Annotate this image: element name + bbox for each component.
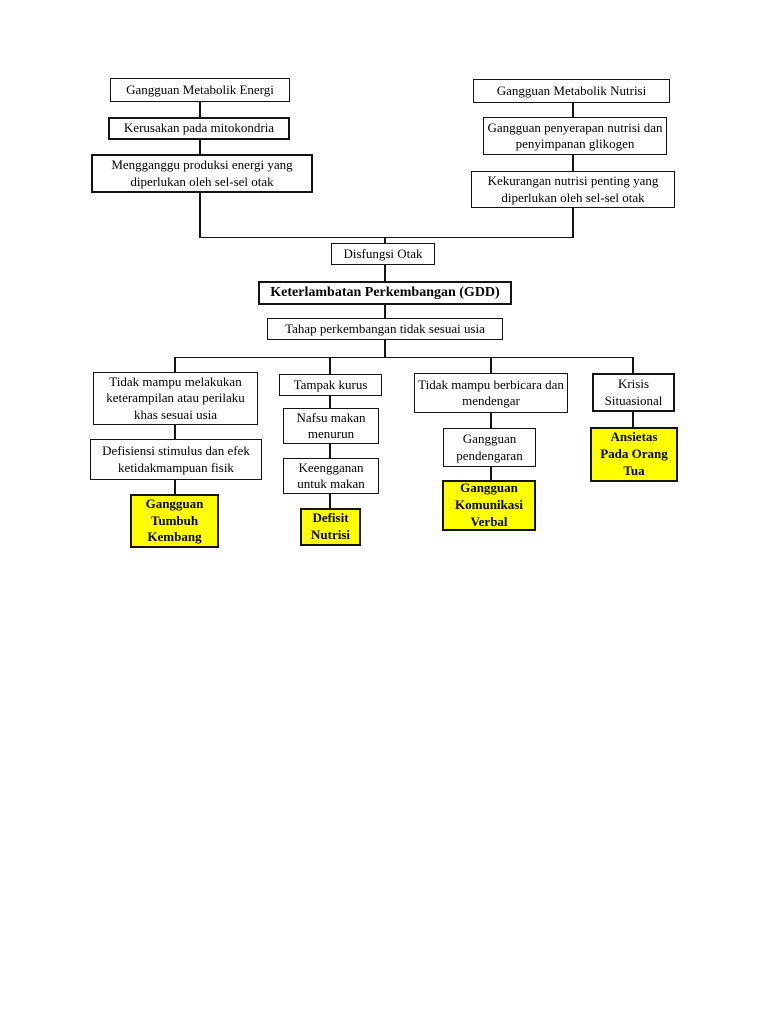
connector-merge-bus [199, 236, 574, 238]
node-defisiensi-stimulus: Defisiensi stimulus dan efek ketidakmamp… [90, 439, 262, 480]
connector-disfungsi-gdd [384, 265, 386, 281]
connector-energy-1 [199, 102, 201, 117]
connector-branch3-mid [490, 413, 492, 428]
connector-branch-bus [174, 356, 634, 358]
connector-branch1-mid [174, 425, 176, 439]
connector-branch2-drop [329, 357, 331, 374]
node-tidak-mampu-keterampilan: Tidak mampu melakukan keterampilan atau … [93, 372, 258, 425]
connector-branch4-end [632, 412, 634, 427]
connector-energy-3 [199, 193, 201, 238]
node-gangguan-pendengaran: Gangguan pendengaran [443, 428, 536, 467]
connector-energy-2 [199, 140, 201, 154]
connector-branch2-end [329, 494, 331, 508]
connector-branch1-end [174, 480, 176, 494]
connector-merge-drop [384, 237, 386, 243]
connector-gdd-tahap [384, 305, 386, 318]
connector-branch3-drop [490, 357, 492, 373]
connector-branch4-drop [632, 357, 634, 373]
node-keterlambatan-perkembangan-gdd: Keterlambatan Perkembangan (GDD) [258, 281, 512, 305]
node-mengganggu-produksi-energi: Mengganggu produksi energi yang diperluk… [91, 154, 313, 193]
connector-nutrisi-1 [572, 103, 574, 117]
node-nafsu-makan-menurun: Nafsu makan menurun [283, 408, 379, 444]
connector-tahap-bus [384, 340, 386, 357]
node-kekurangan-nutrisi: Kekurangan nutrisi penting yang diperluk… [471, 171, 675, 208]
node-kerusakan-mitokondria: Kerusakan pada mitokondria [108, 117, 290, 140]
node-gangguan-penyerapan-nutrisi: Gangguan penyerapan nutrisi dan penyimpa… [483, 117, 667, 155]
node-gangguan-komunikasi-verbal: Gangguan Komunikasi Verbal [442, 480, 536, 531]
connector-nutrisi-3 [572, 208, 574, 238]
node-keengganan-untuk-makan: Keengganan untuk makan [283, 458, 379, 494]
connector-branch3-end [490, 467, 492, 480]
node-gangguan-tumbuh-kembang: Gangguan Tumbuh Kembang [130, 494, 219, 548]
node-ansietas-orang-tua: Ansietas Pada Orang Tua [590, 427, 678, 482]
node-defisit-nutrisi: Defisit Nutrisi [300, 508, 361, 546]
connector-branch1-drop [174, 357, 176, 372]
node-gangguan-metabolik-energi: Gangguan Metabolik Energi [110, 78, 290, 102]
node-gangguan-metabolik-nutrisi: Gangguan Metabolik Nutrisi [473, 79, 670, 103]
node-disfungsi-otak: Disfungsi Otak [331, 243, 435, 265]
connector-nutrisi-2 [572, 155, 574, 171]
node-tahap-perkembangan: Tahap perkembangan tidak sesuai usia [267, 318, 503, 340]
node-tampak-kurus: Tampak kurus [279, 374, 382, 396]
node-krisis-situasional: Krisis Situasional [592, 373, 675, 412]
node-tidak-mampu-berbicara: Tidak mampu berbicara dan mendengar [414, 373, 568, 413]
connector-branch2-mid2 [329, 444, 331, 458]
connector-branch2-mid1 [329, 396, 331, 408]
